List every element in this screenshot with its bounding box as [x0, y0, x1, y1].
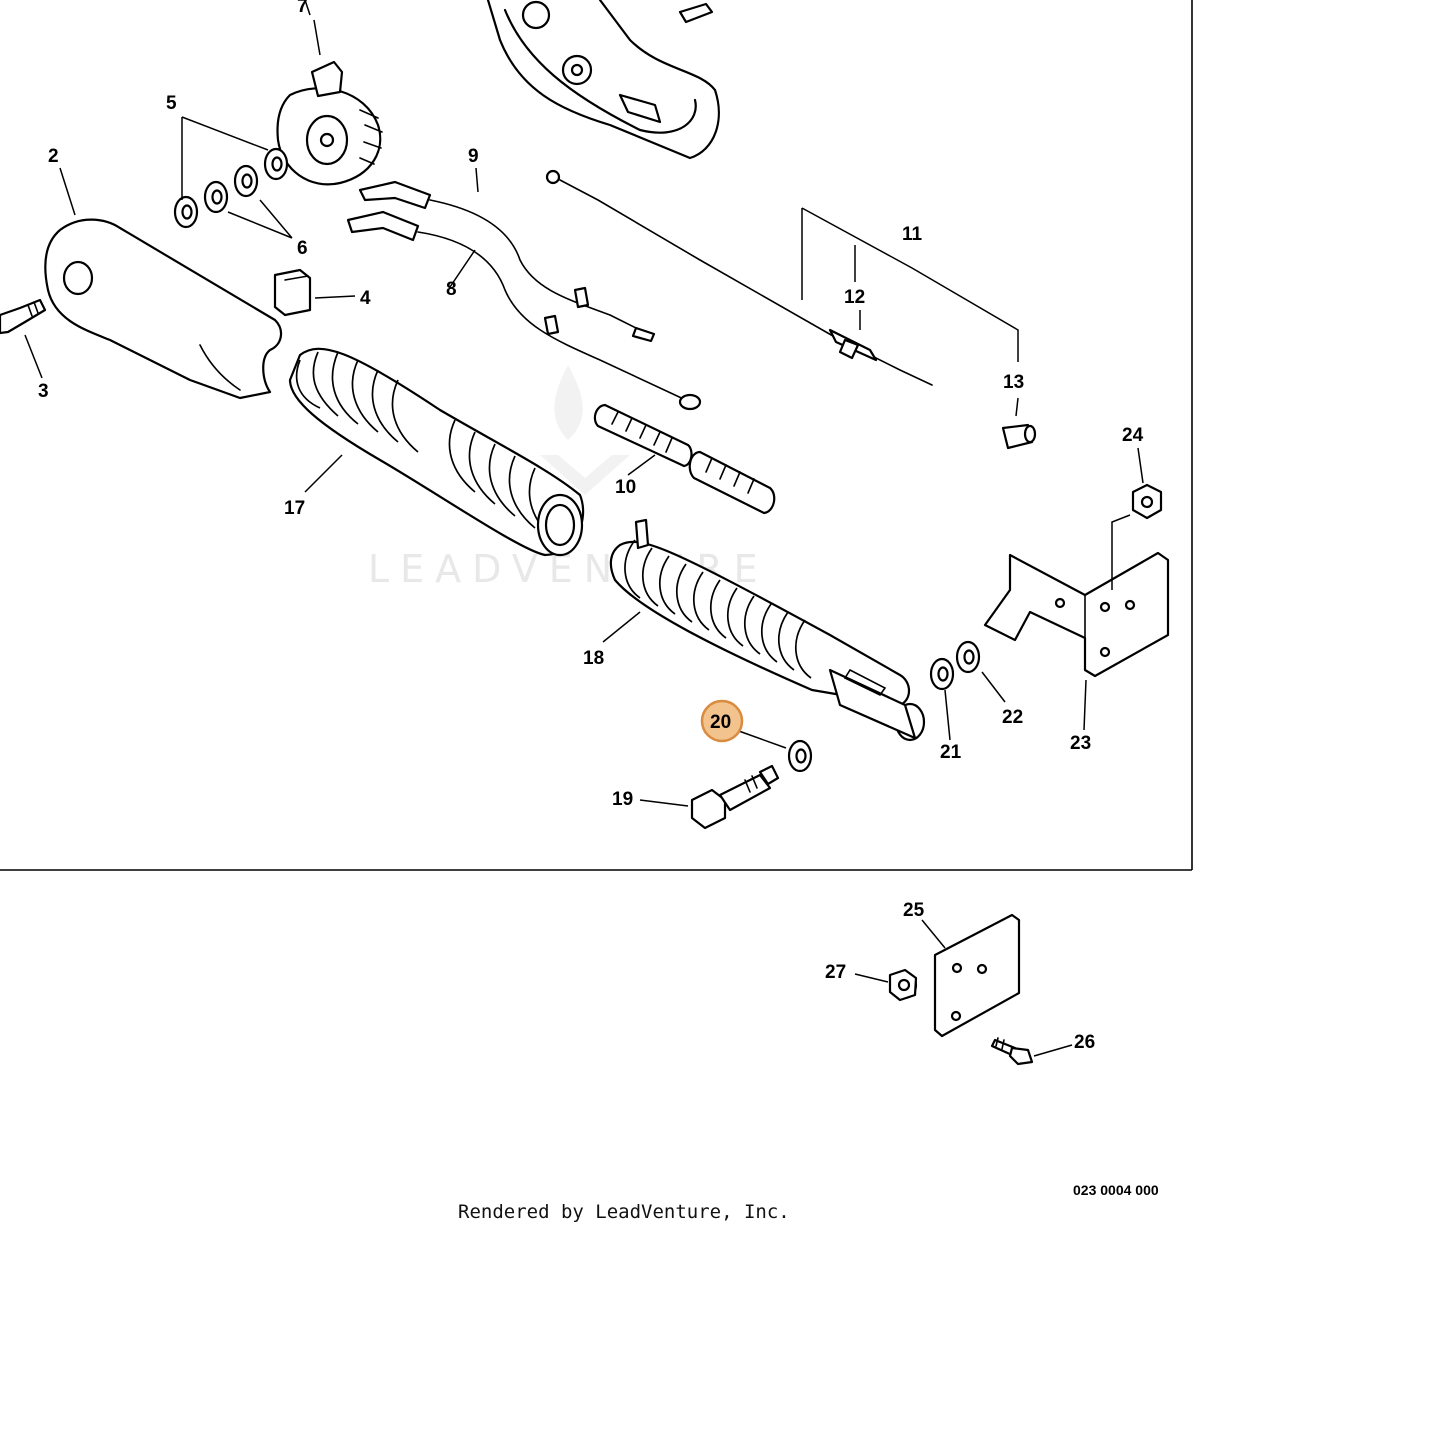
callout-21[interactable]: 21 — [940, 742, 962, 763]
callout-12[interactable]: 12 — [844, 287, 865, 308]
part-10-grips — [593, 403, 776, 515]
part-24-nut — [1131, 483, 1163, 520]
callout-17[interactable]: 17 — [284, 498, 305, 519]
part-27-flange-nut — [888, 968, 918, 1002]
part-26-screw — [990, 1037, 1034, 1066]
callout-26[interactable]: 26 — [1074, 1032, 1095, 1053]
callout-9[interactable]: 9 — [468, 146, 479, 167]
part-8-9-wire-harness — [346, 180, 702, 411]
part-5-6-washers — [173, 147, 289, 229]
part-18-spring-shaft — [609, 518, 926, 742]
diagram-frame — [0, 0, 1193, 871]
callout-labels: 7 2 3 4 5 6 8 9 10 11 12 13 24 17 18 20 … — [38, 0, 1144, 1053]
callout-27[interactable]: 27 — [825, 962, 846, 983]
callout-24[interactable]: 24 — [1122, 425, 1144, 446]
callout-13[interactable]: 13 — [1003, 372, 1024, 393]
callout-22[interactable]: 22 — [1002, 707, 1023, 728]
callout-23[interactable]: 23 — [1070, 733, 1091, 754]
part-4-square-block — [273, 268, 312, 317]
upper-handle-housing — [486, 0, 720, 160]
callout-2[interactable]: 2 — [48, 146, 59, 167]
callout-7[interactable]: 7 — [297, 0, 308, 17]
callout-11[interactable]: 11 — [902, 224, 923, 245]
callout-25[interactable]: 25 — [903, 900, 925, 921]
callout-3[interactable]: 3 — [38, 381, 49, 402]
part-25-plate — [933, 913, 1021, 1038]
part-17-bellows — [288, 347, 585, 557]
part-13-ferrule — [1001, 423, 1037, 450]
callout-18[interactable]: 18 — [583, 648, 604, 669]
part-21-washer — [929, 657, 955, 691]
callout-20[interactable]: 20 — [710, 712, 731, 733]
part-23-bracket — [983, 551, 1170, 678]
callout-leaders — [24, 0, 1144, 1057]
callout-4[interactable]: 4 — [360, 288, 371, 309]
part-7-control-knob — [276, 60, 383, 186]
watermark-logo-icon — [540, 365, 630, 495]
callout-10[interactable]: 10 — [615, 477, 636, 498]
part-11-12-control-cable — [545, 169, 933, 386]
part-3-bolt — [0, 298, 47, 335]
callout-5[interactable]: 5 — [166, 93, 177, 114]
drawing-number: 023 0004 000 — [1073, 1182, 1159, 1198]
part-20-washer — [787, 739, 813, 773]
part-22-washer — [955, 640, 981, 674]
render-credit: Rendered by LeadVenture, Inc. — [458, 1201, 790, 1223]
part-2-handle-tube — [44, 218, 283, 400]
callout-19[interactable]: 19 — [612, 789, 633, 810]
callout-8[interactable]: 8 — [446, 279, 457, 300]
callout-20-highlight[interactable] — [700, 699, 744, 743]
callout-6[interactable]: 6 — [297, 238, 308, 259]
part-19-shoulder-bolt — [690, 764, 780, 830]
